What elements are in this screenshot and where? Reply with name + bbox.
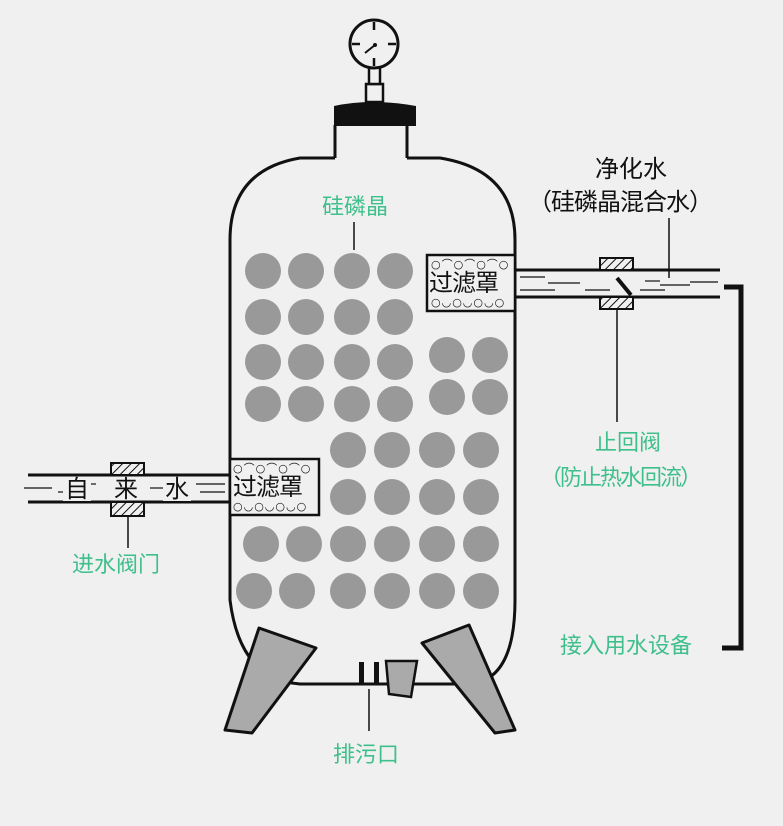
check-valve [599, 257, 634, 310]
crystal-ball [419, 526, 455, 562]
crystal-ball [334, 386, 370, 422]
filter-bottom-bubbles: ○⌒○⌒○⌒○ [233, 462, 312, 475]
connect-equipment-label: 接入用水设备 [560, 634, 693, 659]
crystal-ball [330, 573, 366, 609]
check-valve-note: （防止热水回流） [540, 466, 702, 491]
crystal-ball [419, 479, 455, 515]
crystal-ball [243, 526, 279, 562]
crystal-ball [330, 432, 366, 468]
crystal-ball [377, 299, 413, 335]
crystal-ball [472, 379, 508, 415]
crystal-ball [334, 299, 370, 335]
check-valve-label: 止回阀 [595, 431, 662, 456]
crystal-ball [463, 479, 499, 515]
crystal-ball [245, 253, 281, 289]
crystal-ball [334, 253, 370, 289]
crystal-ball [419, 432, 455, 468]
purified-water-label: 净化水 [595, 155, 667, 183]
crystal-ball [377, 253, 413, 289]
crystal-ball [374, 573, 410, 609]
filter-bottom-label: 过滤罩 [233, 473, 303, 501]
crystal-ball [288, 253, 324, 289]
crystal-ball [463, 432, 499, 468]
crystal-label: 硅磷晶 [322, 195, 389, 220]
tank-body [228, 156, 517, 686]
pressure-gauge-icon [348, 18, 400, 70]
crystal-ball [374, 432, 410, 468]
crystal-ball [286, 526, 322, 562]
gauge-stem [364, 82, 385, 104]
drain-pipe-right [374, 662, 379, 684]
filter-top-bubbles: ○⌒○⌒○⌒○ [431, 258, 510, 271]
crystal-ball [288, 344, 324, 380]
tap-water-char-1: 自 [63, 475, 91, 503]
crystal-ball [377, 344, 413, 380]
filter-bottom-bubbles-bottom: ○◡○◡○◡○ [233, 500, 308, 513]
crystal-ball [419, 573, 455, 609]
crystal-ball [288, 386, 324, 422]
drain-plug [384, 659, 419, 699]
crystal-ball [429, 379, 465, 415]
drain-label: 排污口 [333, 743, 400, 768]
crystal-ball [463, 526, 499, 562]
tap-water-char-2: 来 [114, 475, 138, 503]
crystal-ball [429, 337, 465, 373]
crystal-ball [374, 526, 410, 562]
crystal-ball [330, 479, 366, 515]
crystal-ball [330, 526, 366, 562]
filter-box-top [425, 253, 517, 313]
crystal-ball [236, 573, 272, 609]
inlet-valve [110, 462, 145, 517]
crystal-ball [463, 573, 499, 609]
inlet-valve-label: 进水阀门 [72, 553, 161, 578]
leg-right [420, 623, 517, 735]
leg-left [223, 626, 318, 735]
tank-lid [334, 102, 416, 126]
crystal-ball [245, 344, 281, 380]
filter-box-bottom [228, 457, 321, 517]
filter-top-label: 过滤罩 [429, 269, 499, 297]
crystal-ball [288, 299, 324, 335]
purified-water-note: （硅磷晶混合水） [528, 188, 713, 216]
filter-top-bubbles-bottom: ○◡○◡○◡○ [431, 296, 506, 309]
crystal-ball [377, 386, 413, 422]
crystal-ball [374, 479, 410, 515]
outlet-pipe [515, 268, 720, 299]
tap-water-char-3: 水 [163, 475, 191, 503]
crystal-ball [279, 573, 315, 609]
crystal-ball [334, 344, 370, 380]
crystal-ball [472, 337, 508, 373]
crystal-ball [245, 386, 281, 422]
drain-pipe-left [359, 662, 364, 684]
equipment-bracket [722, 284, 744, 651]
crystal-ball [245, 299, 281, 335]
crystal-balls [236, 253, 508, 609]
